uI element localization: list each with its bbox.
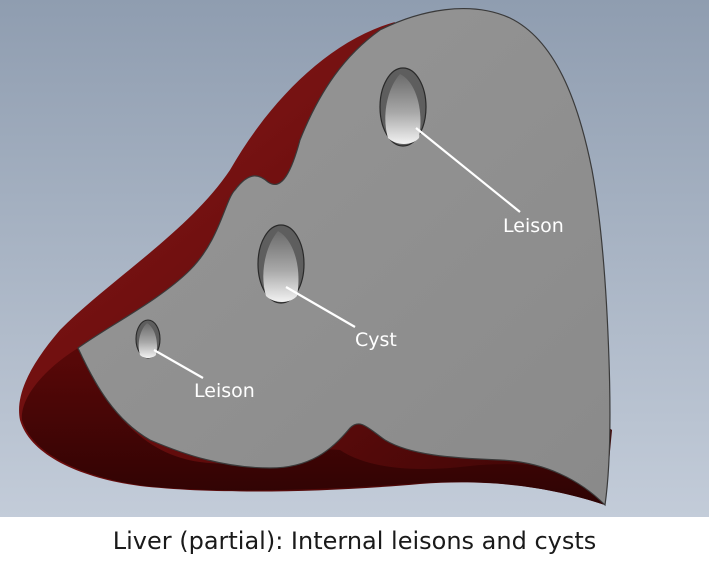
cyst-label: Cyst xyxy=(355,329,397,351)
upper-lesion-hole xyxy=(379,67,427,147)
cyst-hole xyxy=(257,224,305,304)
upper-lesion-leader xyxy=(415,127,521,213)
liver-lower-face xyxy=(21,348,608,505)
liver-3d-render: Leison Cyst Leison xyxy=(0,0,709,517)
lower-lesion-leader xyxy=(153,349,204,379)
lower-lesion-label: Leison xyxy=(194,380,255,402)
upper-lesion-label: Leison xyxy=(503,215,564,237)
cut-surface xyxy=(77,8,611,507)
lower-lesion-hole xyxy=(135,319,161,359)
cyst-leader xyxy=(285,286,356,328)
figure-caption: Liver (partial): Internal leisons and cy… xyxy=(0,517,709,564)
